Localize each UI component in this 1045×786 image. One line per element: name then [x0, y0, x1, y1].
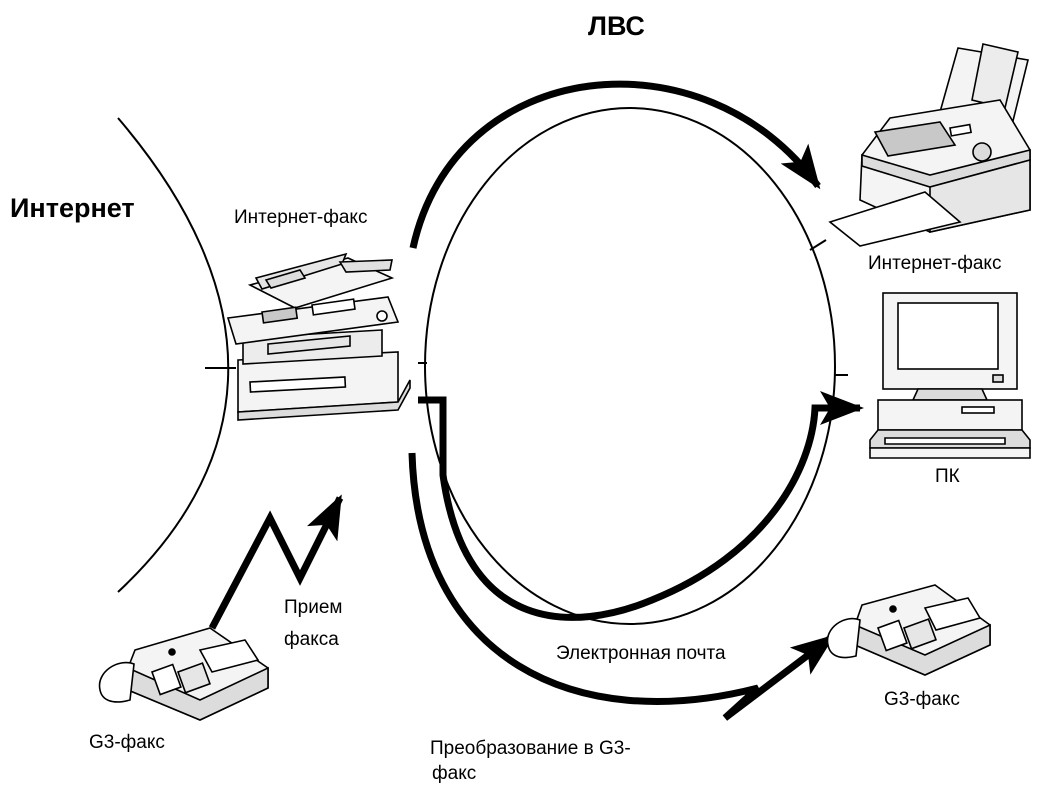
g3-conversion-arrow [408, 452, 836, 721]
email-to-pc-arrow [418, 391, 864, 621]
g3-fax-right-icon [826, 584, 991, 676]
fax-receive-label-line1: Прием [284, 597, 343, 618]
internet-fax-mfp-icon [226, 252, 411, 421]
internet-fax-main-label: Интернет-факс [234, 207, 368, 228]
email-label: Электронная почта [556, 643, 726, 664]
fax-receive-label-line2: факса [284, 629, 339, 650]
g3-fax-right-label: G3-факс [884, 689, 960, 710]
internet-label: Интернет [10, 193, 135, 223]
internet-boundary-arc [117, 117, 230, 593]
lan-ring [424, 107, 836, 625]
g3-conversion-label-line1: Преобразование в G3- [430, 738, 631, 759]
pc-label: ПК [935, 466, 960, 487]
g3-fax-left-icon [98, 627, 269, 721]
fax-receive-arrow [208, 494, 344, 630]
lan-transmit-arrow [409, 80, 821, 249]
lan-label: ЛВС [588, 11, 645, 41]
g3-conversion-label-line2: факс [432, 763, 477, 784]
lan-link-remote-fax [809, 239, 827, 251]
g3-fax-left-label: G3-факс [89, 732, 165, 753]
internet-fax-remote-label: Интернет-факс [868, 253, 1002, 274]
pc-icon [869, 292, 1031, 459]
remote-internet-fax-icon [828, 43, 1031, 247]
